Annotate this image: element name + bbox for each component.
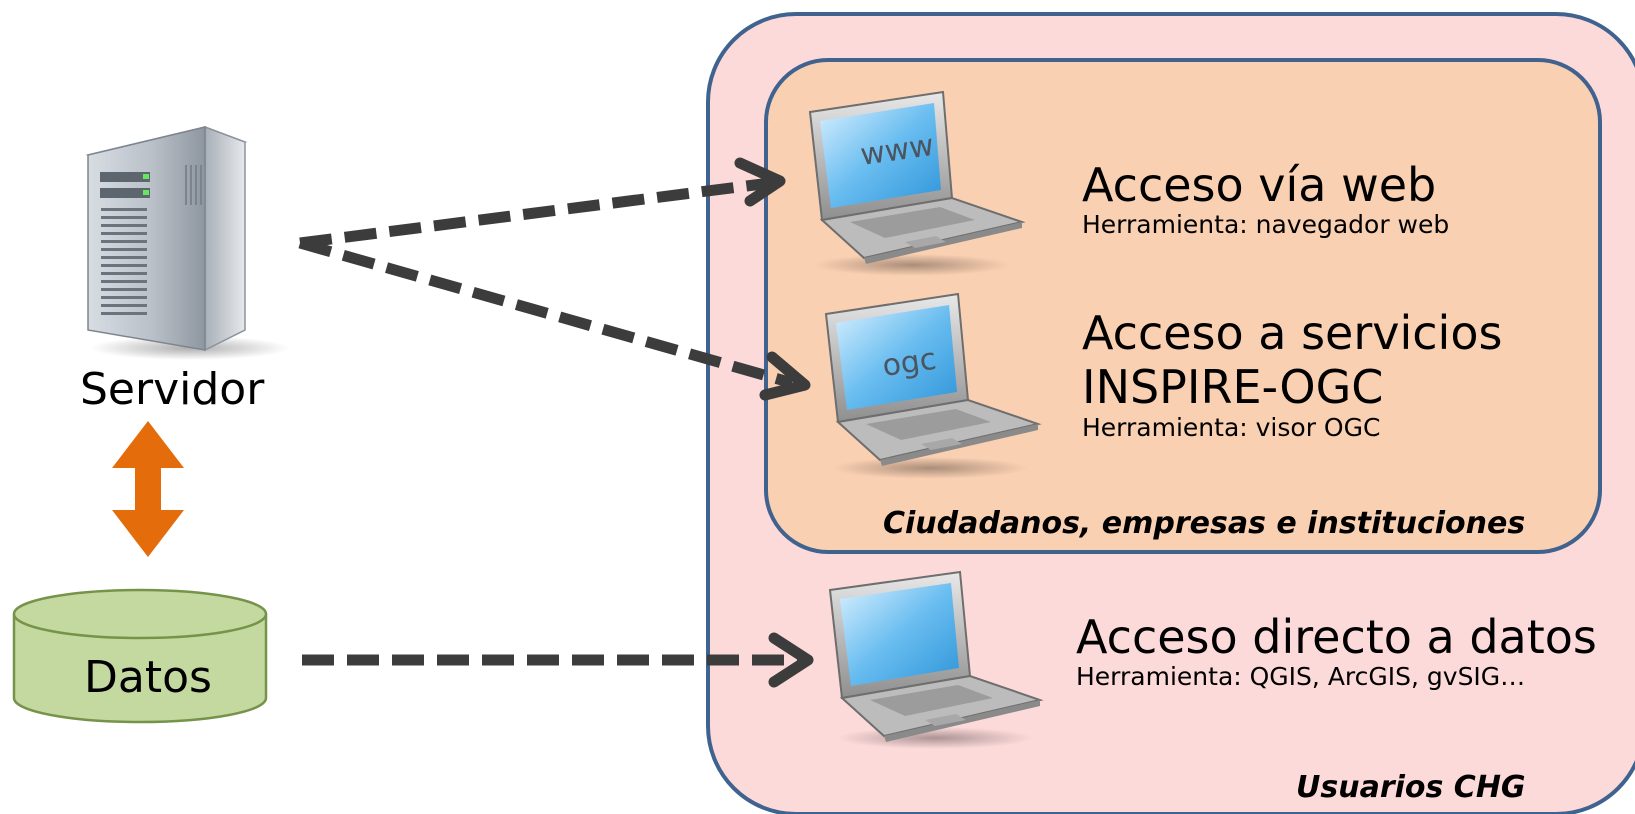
access-ogc-block: Acceso a servicios INSPIRE-OGC Herramien… (1082, 306, 1502, 440)
laptop-icon: www (808, 90, 1026, 276)
access-ogc-tool: Herramienta: visor OGC (1082, 412, 1381, 442)
laptop-icon: ogc (824, 292, 1042, 479)
access-direct-block: Acceso directo a datos Herramienta: QGIS… (1076, 610, 1597, 689)
access-web-title: Acceso vía web (1082, 158, 1437, 212)
access-direct-tool: Herramienta: QGIS, ArcGIS, gvSIG… (1076, 662, 1526, 692)
server-label: Servidor (80, 364, 265, 415)
laptop-screen-text: ogc (880, 342, 938, 384)
arrow-server-to-ogc (298, 237, 811, 401)
arrow-data-to-direct (302, 632, 814, 688)
bidirectional-arrow (112, 421, 184, 557)
access-ogc-title-line2: INSPIRE-OGC (1082, 360, 1384, 415)
access-web-block: Acceso vía web Herramienta: navegador we… (1082, 158, 1449, 237)
access-direct-title: Acceso directo a datos (1076, 610, 1597, 664)
inner-group-caption: Ciudadanos, empresas e instituciones (883, 506, 1526, 541)
access-web-tool: Herramienta: navegador web (1082, 210, 1450, 240)
data-label: Datos (84, 652, 212, 703)
access-ogc-title-line1: Acceso a servicios (1082, 306, 1503, 360)
laptop-icon (828, 570, 1044, 749)
database-cylinder-icon (12, 588, 268, 724)
arrow-server-to-web (299, 157, 786, 249)
server-tower-icon (85, 125, 290, 360)
outer-group-caption: Usuarios CHG (1296, 770, 1526, 805)
